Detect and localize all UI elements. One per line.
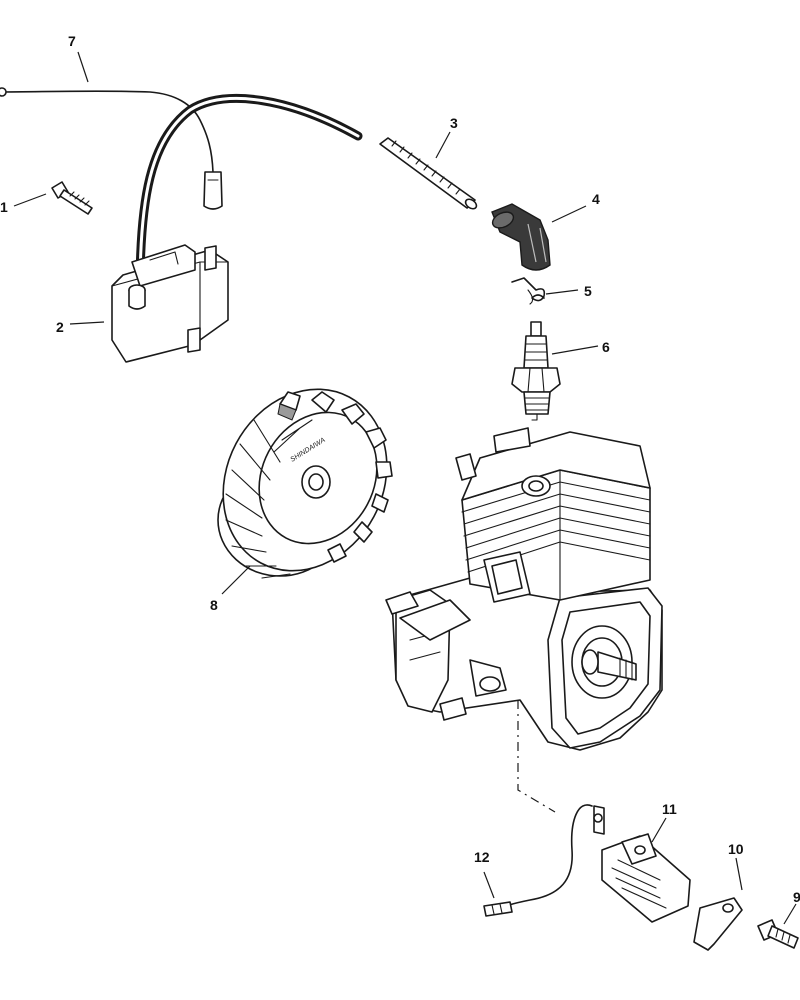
callouts: 1 2 3 4 5 6 7 8 9 10 11 12 — [0, 33, 800, 905]
coil-screw — [51, 181, 93, 215]
callout-5: 5 — [584, 283, 592, 299]
bracket-bolt — [757, 919, 799, 949]
callout-8: 8 — [210, 597, 218, 613]
engine-assembly — [385, 427, 663, 751]
callout-10: 10 — [728, 841, 744, 857]
leader-lines — [13, 51, 797, 925]
flywheel: SHINDAIWA — [217, 388, 393, 579]
spring-clip — [511, 277, 546, 305]
callout-12: 12 — [474, 849, 490, 865]
spark-plug-cap — [491, 203, 551, 271]
callout-4: 4 — [592, 191, 600, 207]
ground-wire-axis — [517, 700, 556, 813]
spark-plug-boot-tube — [379, 137, 478, 210]
callout-7: 7 — [68, 33, 76, 49]
callout-2: 2 — [56, 319, 64, 335]
high-tension-lead — [135, 93, 363, 295]
callout-11: 11 — [662, 801, 677, 817]
callout-6: 6 — [602, 339, 610, 355]
callout-9: 9 — [793, 889, 800, 905]
callout-3: 3 — [450, 115, 458, 131]
bracket-plate — [693, 897, 743, 951]
spark-plug — [511, 321, 561, 421]
callout-1: 1 — [0, 199, 8, 215]
ignition-wire — [0, 87, 223, 210]
guide-bracket — [601, 833, 691, 923]
ignition-coil — [111, 244, 229, 363]
ground-wire — [483, 804, 605, 917]
